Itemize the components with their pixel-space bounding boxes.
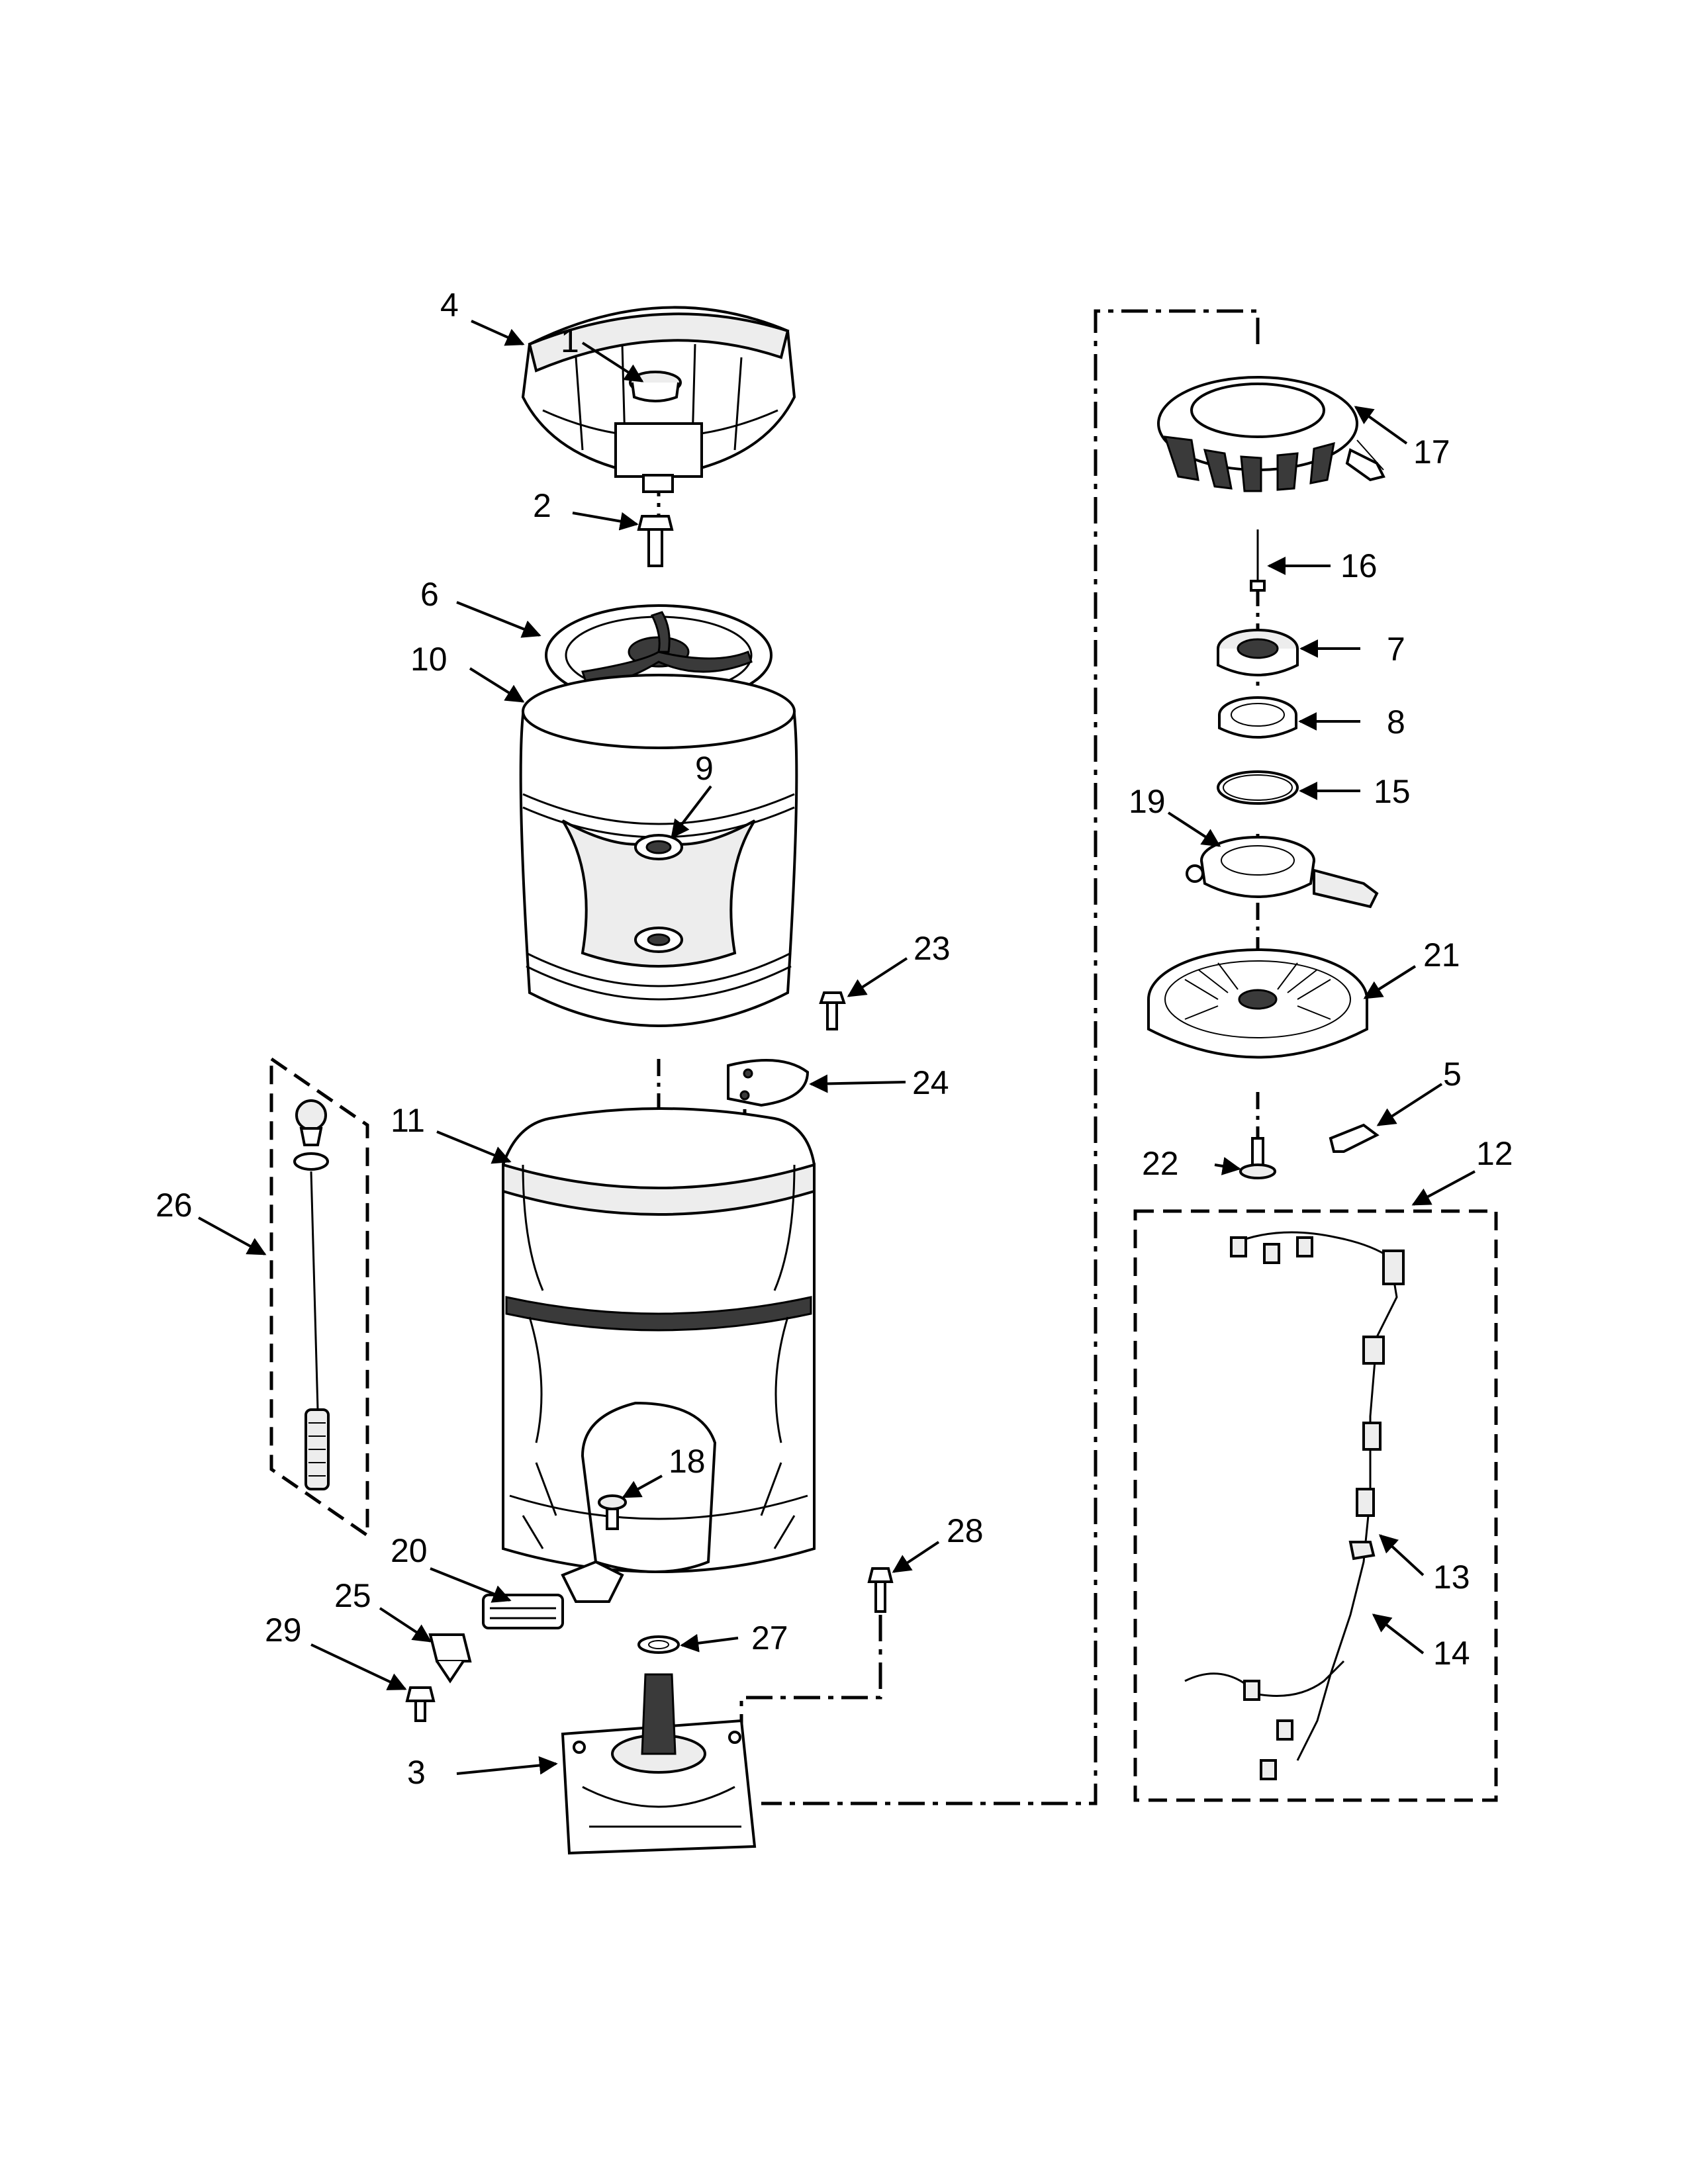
- callout-29: 29: [265, 1612, 302, 1649]
- screw-23: [819, 991, 846, 1030]
- wash-basket: [519, 674, 798, 1027]
- bolt-16: [1250, 529, 1266, 592]
- callout-4: 4: [440, 287, 459, 324]
- heater-assembly: [405, 1560, 624, 1722]
- callout-5: 5: [1443, 1056, 1462, 1093]
- sensor-clip: [1329, 1123, 1380, 1153]
- wire-harness-group: [1133, 1209, 1498, 1802]
- callout-10: 10: [410, 641, 447, 678]
- callout-27: 27: [751, 1619, 788, 1657]
- pressure-valve: [598, 1494, 627, 1530]
- callout-28: 28: [947, 1512, 984, 1549]
- callout-26: 26: [156, 1187, 193, 1224]
- callout-14: 14: [1433, 1635, 1470, 1672]
- callout-16: 16: [1340, 547, 1378, 584]
- bearing: [1217, 629, 1299, 676]
- callout-labels: 1 2 3 4 5 6 7 8 9 10 11 12 13 14 15 16 1…: [156, 287, 1513, 1791]
- suspension-rod-group: [269, 1056, 369, 1539]
- callout-18: 18: [669, 1443, 706, 1480]
- stator: [1157, 376, 1385, 492]
- o-ring: [1217, 770, 1299, 805]
- callout-6: 6: [420, 576, 439, 613]
- connection-line: [761, 309, 1260, 1805]
- callout-24: 24: [912, 1064, 949, 1101]
- screw-28: [867, 1567, 894, 1613]
- callout-1: 1: [561, 322, 579, 359]
- callout-19: 19: [1129, 783, 1166, 820]
- washer-27: [637, 1635, 680, 1654]
- callout-8: 8: [1387, 704, 1405, 741]
- callout-15: 15: [1374, 773, 1411, 810]
- callout-13: 13: [1433, 1559, 1470, 1596]
- callout-20: 20: [391, 1532, 428, 1569]
- callout-2: 2: [533, 487, 551, 524]
- tub-cover: [727, 1059, 810, 1107]
- rotor-bolt: [1239, 1137, 1276, 1179]
- rotor: [1147, 948, 1368, 1059]
- ring-8: [1218, 696, 1297, 739]
- connection-line-28: [739, 1615, 882, 1727]
- callout-3: 3: [407, 1754, 426, 1791]
- callout-12: 12: [1476, 1135, 1513, 1172]
- callout-25: 25: [334, 1577, 371, 1614]
- outer-tub: [502, 1107, 816, 1573]
- assembly-axis-lines: [657, 309, 1260, 1805]
- callout-23: 23: [914, 930, 951, 967]
- hub-bolt: [637, 515, 674, 567]
- callout-11: 11: [391, 1102, 425, 1139]
- bearing-housing: [1186, 836, 1379, 909]
- agitator-cap: [629, 371, 682, 402]
- callout-9: 9: [695, 750, 714, 787]
- callout-7: 7: [1387, 631, 1405, 668]
- gearcase-mount: [561, 1673, 757, 1855]
- callout-21: 21: [1423, 936, 1460, 974]
- leader-lines: [198, 320, 1476, 1775]
- callout-17: 17: [1413, 433, 1450, 471]
- callout-22: 22: [1142, 1145, 1179, 1182]
